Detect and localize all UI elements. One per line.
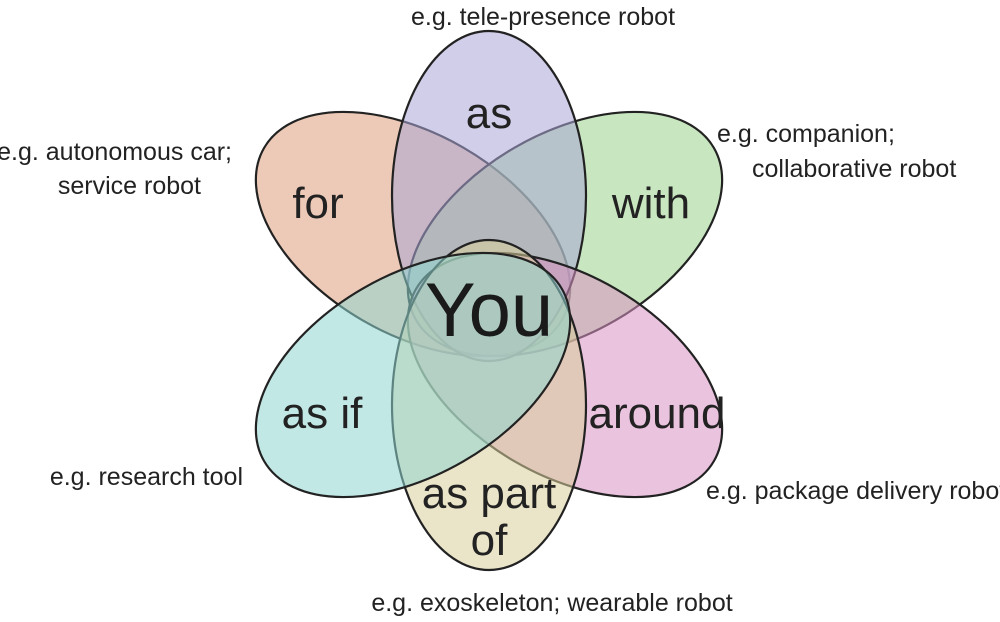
- example-as: e.g. tele-presence robot: [411, 3, 675, 31]
- example-annotations: e.g. tele-presence robot e.g. companion;…: [0, 3, 1000, 617]
- label-as-part-of-line2: of: [471, 516, 508, 565]
- example-for-line1: e.g. autonomous car;: [0, 138, 232, 166]
- example-for-line2: service robot: [58, 172, 201, 200]
- label-for: for: [292, 179, 343, 228]
- label-as: as: [466, 89, 512, 138]
- example-with-line1: e.g. companion;: [717, 120, 895, 148]
- example-around: e.g. package delivery robot: [706, 477, 1000, 505]
- petal-fills: [254, 29, 724, 572]
- label-as-part-of-line1: as part: [422, 469, 557, 518]
- example-as-if: e.g. research tool: [50, 463, 243, 491]
- label-as-if: as if: [282, 389, 363, 438]
- label-with: with: [611, 179, 690, 228]
- label-around: around: [588, 389, 725, 438]
- center-label: You: [425, 268, 553, 353]
- example-with-line2: collaborative robot: [752, 155, 956, 183]
- petal-labels: as with around as part of as if for You: [282, 89, 726, 565]
- example-as-part-of: e.g. exoskeleton; wearable robot: [371, 589, 732, 617]
- petal-as-if: [254, 251, 572, 499]
